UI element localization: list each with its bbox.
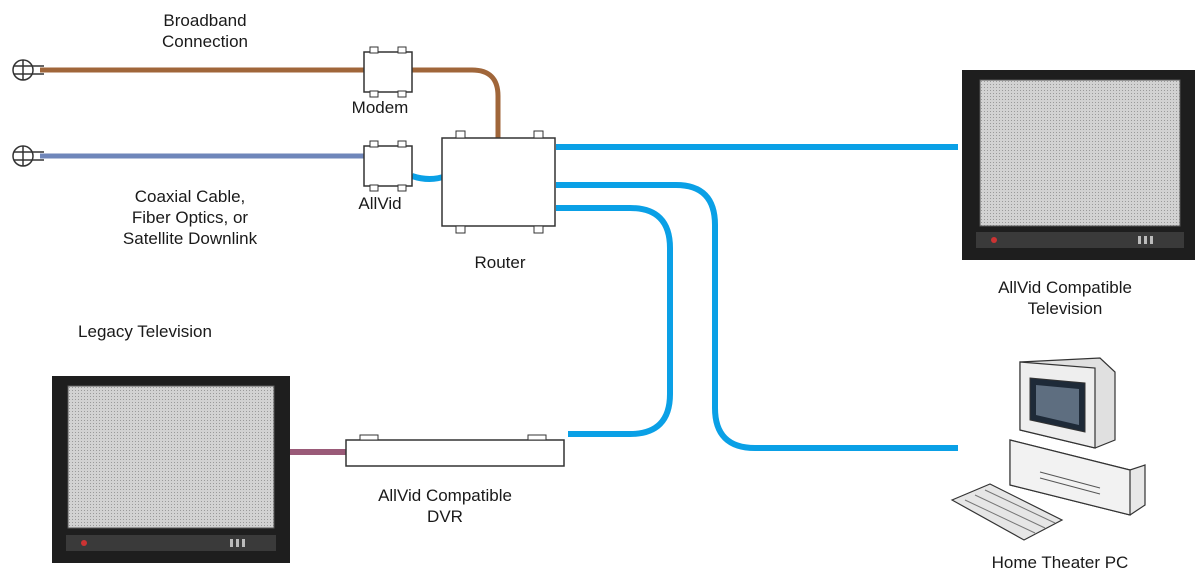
television-icon xyxy=(962,70,1195,260)
plug-icon xyxy=(13,146,44,166)
router-pc-cable xyxy=(556,185,958,448)
dvr-label-line2: DVR xyxy=(355,506,535,527)
tv-label: AllVid Compatible Television xyxy=(975,277,1155,319)
coax-label-line1: Coaxial Cable, xyxy=(95,186,285,207)
plug-icon xyxy=(13,60,44,80)
broadband-label-line1: Broadband xyxy=(140,10,270,31)
coax-label-line3: Satellite Downlink xyxy=(95,228,285,249)
legacy-tv-label: Legacy Television xyxy=(50,321,240,342)
coax-label-line2: Fiber Optics, or xyxy=(95,207,285,228)
coax-label: Coaxial Cable, Fiber Optics, or Satellit… xyxy=(95,186,285,249)
dvr-icon xyxy=(346,435,564,466)
tv-label-line1: AllVid Compatible xyxy=(975,277,1155,298)
allvid-label: AllVid xyxy=(330,193,430,214)
htpc-label: Home Theater PC xyxy=(960,552,1160,573)
broadband-label-line2: Connection xyxy=(140,31,270,52)
dvr-label-line1: AllVid Compatible xyxy=(355,485,535,506)
router-label: Router xyxy=(445,252,555,273)
computer-icon xyxy=(1010,358,1145,515)
router-icon xyxy=(442,131,555,233)
modem-label: Modem xyxy=(330,97,430,118)
router-dvr-cable xyxy=(556,208,670,434)
tv-label-line2: Television xyxy=(975,298,1155,319)
allvid-icon xyxy=(364,141,412,191)
dvr-label: AllVid Compatible DVR xyxy=(355,485,535,527)
broadband-label: Broadband Connection xyxy=(140,10,270,52)
television-icon xyxy=(52,376,290,563)
allvid-router-cable xyxy=(412,176,446,179)
modem-icon xyxy=(364,47,412,97)
